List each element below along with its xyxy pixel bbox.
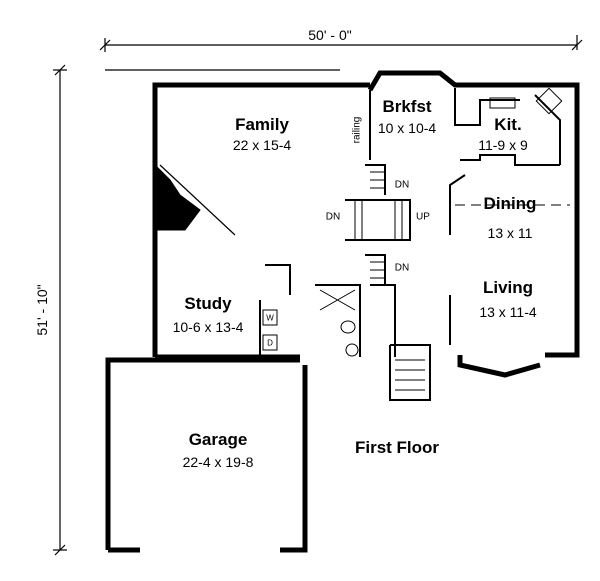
railing-label: railing bbox=[351, 116, 363, 144]
room-brkfst-name: Brkfst bbox=[382, 97, 432, 116]
room-study-size: 10-6 x 13-4 bbox=[172, 319, 244, 335]
stair-dn-label: DN bbox=[394, 179, 410, 191]
fireplace bbox=[154, 163, 236, 236]
overall-width-label: 50' - 0" bbox=[308, 27, 352, 43]
stair-dn-label: DN bbox=[325, 211, 341, 223]
stairs bbox=[319, 171, 570, 391]
dimension-lines bbox=[53, 35, 583, 556]
room-garage-name: Garage bbox=[188, 430, 248, 449]
overall-depth-label: 51' - 10" bbox=[34, 284, 50, 336]
room-garage-size: 22-4 x 19-8 bbox=[182, 454, 254, 470]
room-study-name: Study bbox=[184, 294, 232, 313]
stair-up-label: UP bbox=[416, 211, 430, 223]
washer-label: W bbox=[266, 313, 274, 323]
stair-dn-label: DN bbox=[394, 262, 410, 274]
room-dining-size: 13 x 11 bbox=[487, 225, 533, 241]
room-family-size: 22 x 15-4 bbox=[232, 137, 292, 153]
interior-walls bbox=[259, 88, 561, 401]
room-living-size: 13 x 11-4 bbox=[479, 304, 537, 320]
room-brkfst-size: 10 x 10-4 bbox=[377, 120, 437, 136]
kitchen-appliances bbox=[262, 87, 563, 351]
room-living-name: Living bbox=[482, 278, 534, 297]
exterior-walls bbox=[105, 70, 580, 553]
room-dining-name: Dining bbox=[483, 194, 537, 213]
floor-title: First Floor bbox=[354, 438, 440, 457]
room-kit-size: 11-9 x 9 bbox=[478, 137, 528, 153]
dryer-label: D bbox=[267, 338, 273, 348]
room-kit-name: Kit. bbox=[494, 115, 522, 134]
room-family-name: Family bbox=[235, 115, 289, 134]
